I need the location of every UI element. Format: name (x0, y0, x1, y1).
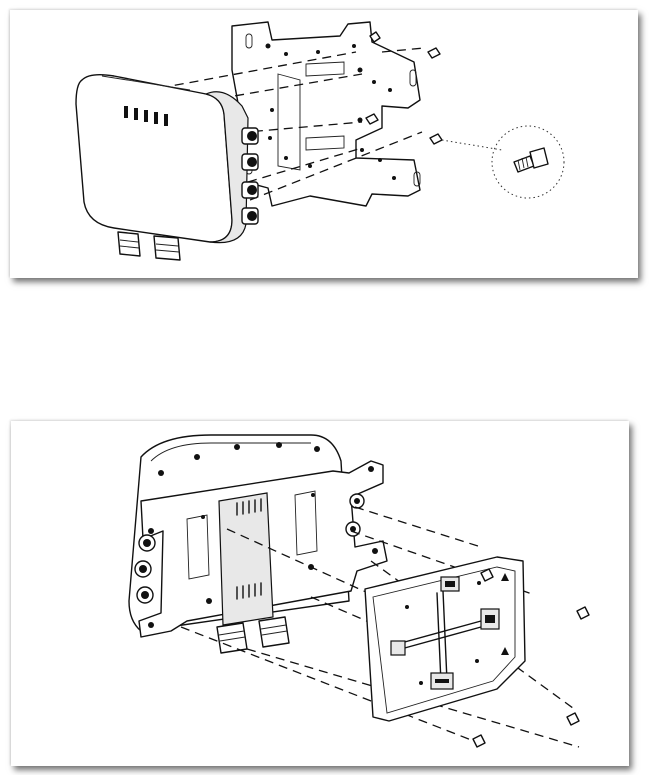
wall-plate-assembly-diagram (11, 421, 629, 766)
wall-plate (365, 557, 525, 721)
screw-detail-icon (514, 148, 548, 172)
figure-attach-bracket (10, 10, 638, 278)
access-point-device (76, 75, 258, 260)
screw-detail-callout (442, 126, 564, 198)
mounting-bracket (232, 22, 420, 206)
bracket-assembly-diagram (10, 10, 638, 278)
figure-mount-to-wall-plate (11, 421, 629, 766)
